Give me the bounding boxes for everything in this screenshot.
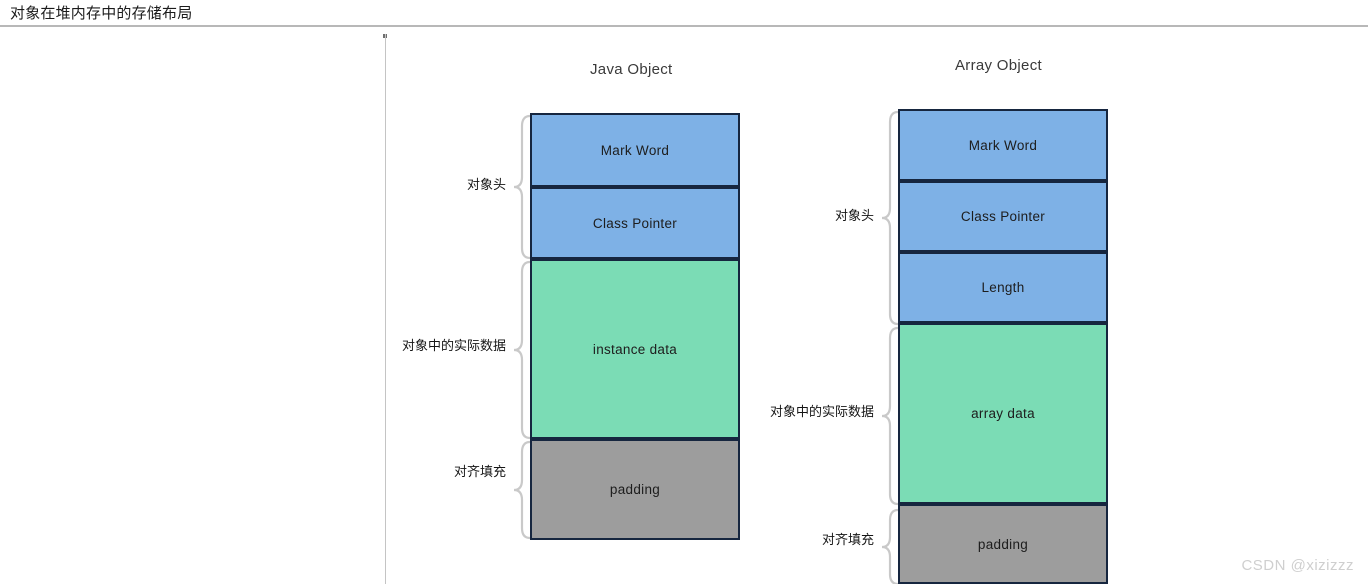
- brace-array-object-data: [881, 326, 899, 506]
- brace-java-object-data: [513, 260, 531, 440]
- array-object-title: Array Object: [955, 57, 1042, 74]
- segment-padding: padding: [530, 439, 740, 540]
- diagram-canvas: Java Object Mark Word Class Pointer inst…: [0, 27, 1368, 584]
- segment-class-pointer: Class Pointer: [898, 181, 1108, 252]
- brace-java-object-padding: [513, 440, 531, 540]
- group-label-java-padding: 对齐填充: [453, 465, 506, 480]
- group-label-java-data: 对象中的实际数据: [401, 339, 506, 354]
- group-label-java-header: 对象头: [466, 178, 506, 193]
- segment-padding: padding: [898, 504, 1108, 584]
- segment-array-data: array data: [898, 323, 1108, 504]
- array-object-stack: Mark Word Class Pointer Length array dat…: [898, 109, 1108, 584]
- segment-mark-word: Mark Word: [530, 113, 740, 187]
- java-object-stack: Mark Word Class Pointer instance data pa…: [530, 113, 740, 540]
- segment-mark-word: Mark Word: [898, 109, 1108, 181]
- page-title: 对象在堆内存中的存储布局: [10, 4, 193, 22]
- group-label-array-data: 对象中的实际数据: [769, 405, 874, 420]
- brace-array-object-header: [881, 110, 899, 326]
- group-label-array-padding: 对齐填充: [821, 533, 874, 548]
- brace-java-object-header: [513, 114, 531, 260]
- group-label-array-header: 对象头: [834, 209, 874, 224]
- segment-instance-data: instance data: [530, 259, 740, 439]
- watermark: CSDN @xizizzz: [1241, 557, 1354, 574]
- java-object-title: Java Object: [590, 61, 673, 78]
- segment-class-pointer: Class Pointer: [530, 187, 740, 259]
- vertical-divider: [385, 34, 386, 584]
- brace-array-object-padding: [881, 508, 899, 584]
- segment-length: Length: [898, 252, 1108, 323]
- header-bar: 对象在堆内存中的存储布局: [0, 0, 1368, 27]
